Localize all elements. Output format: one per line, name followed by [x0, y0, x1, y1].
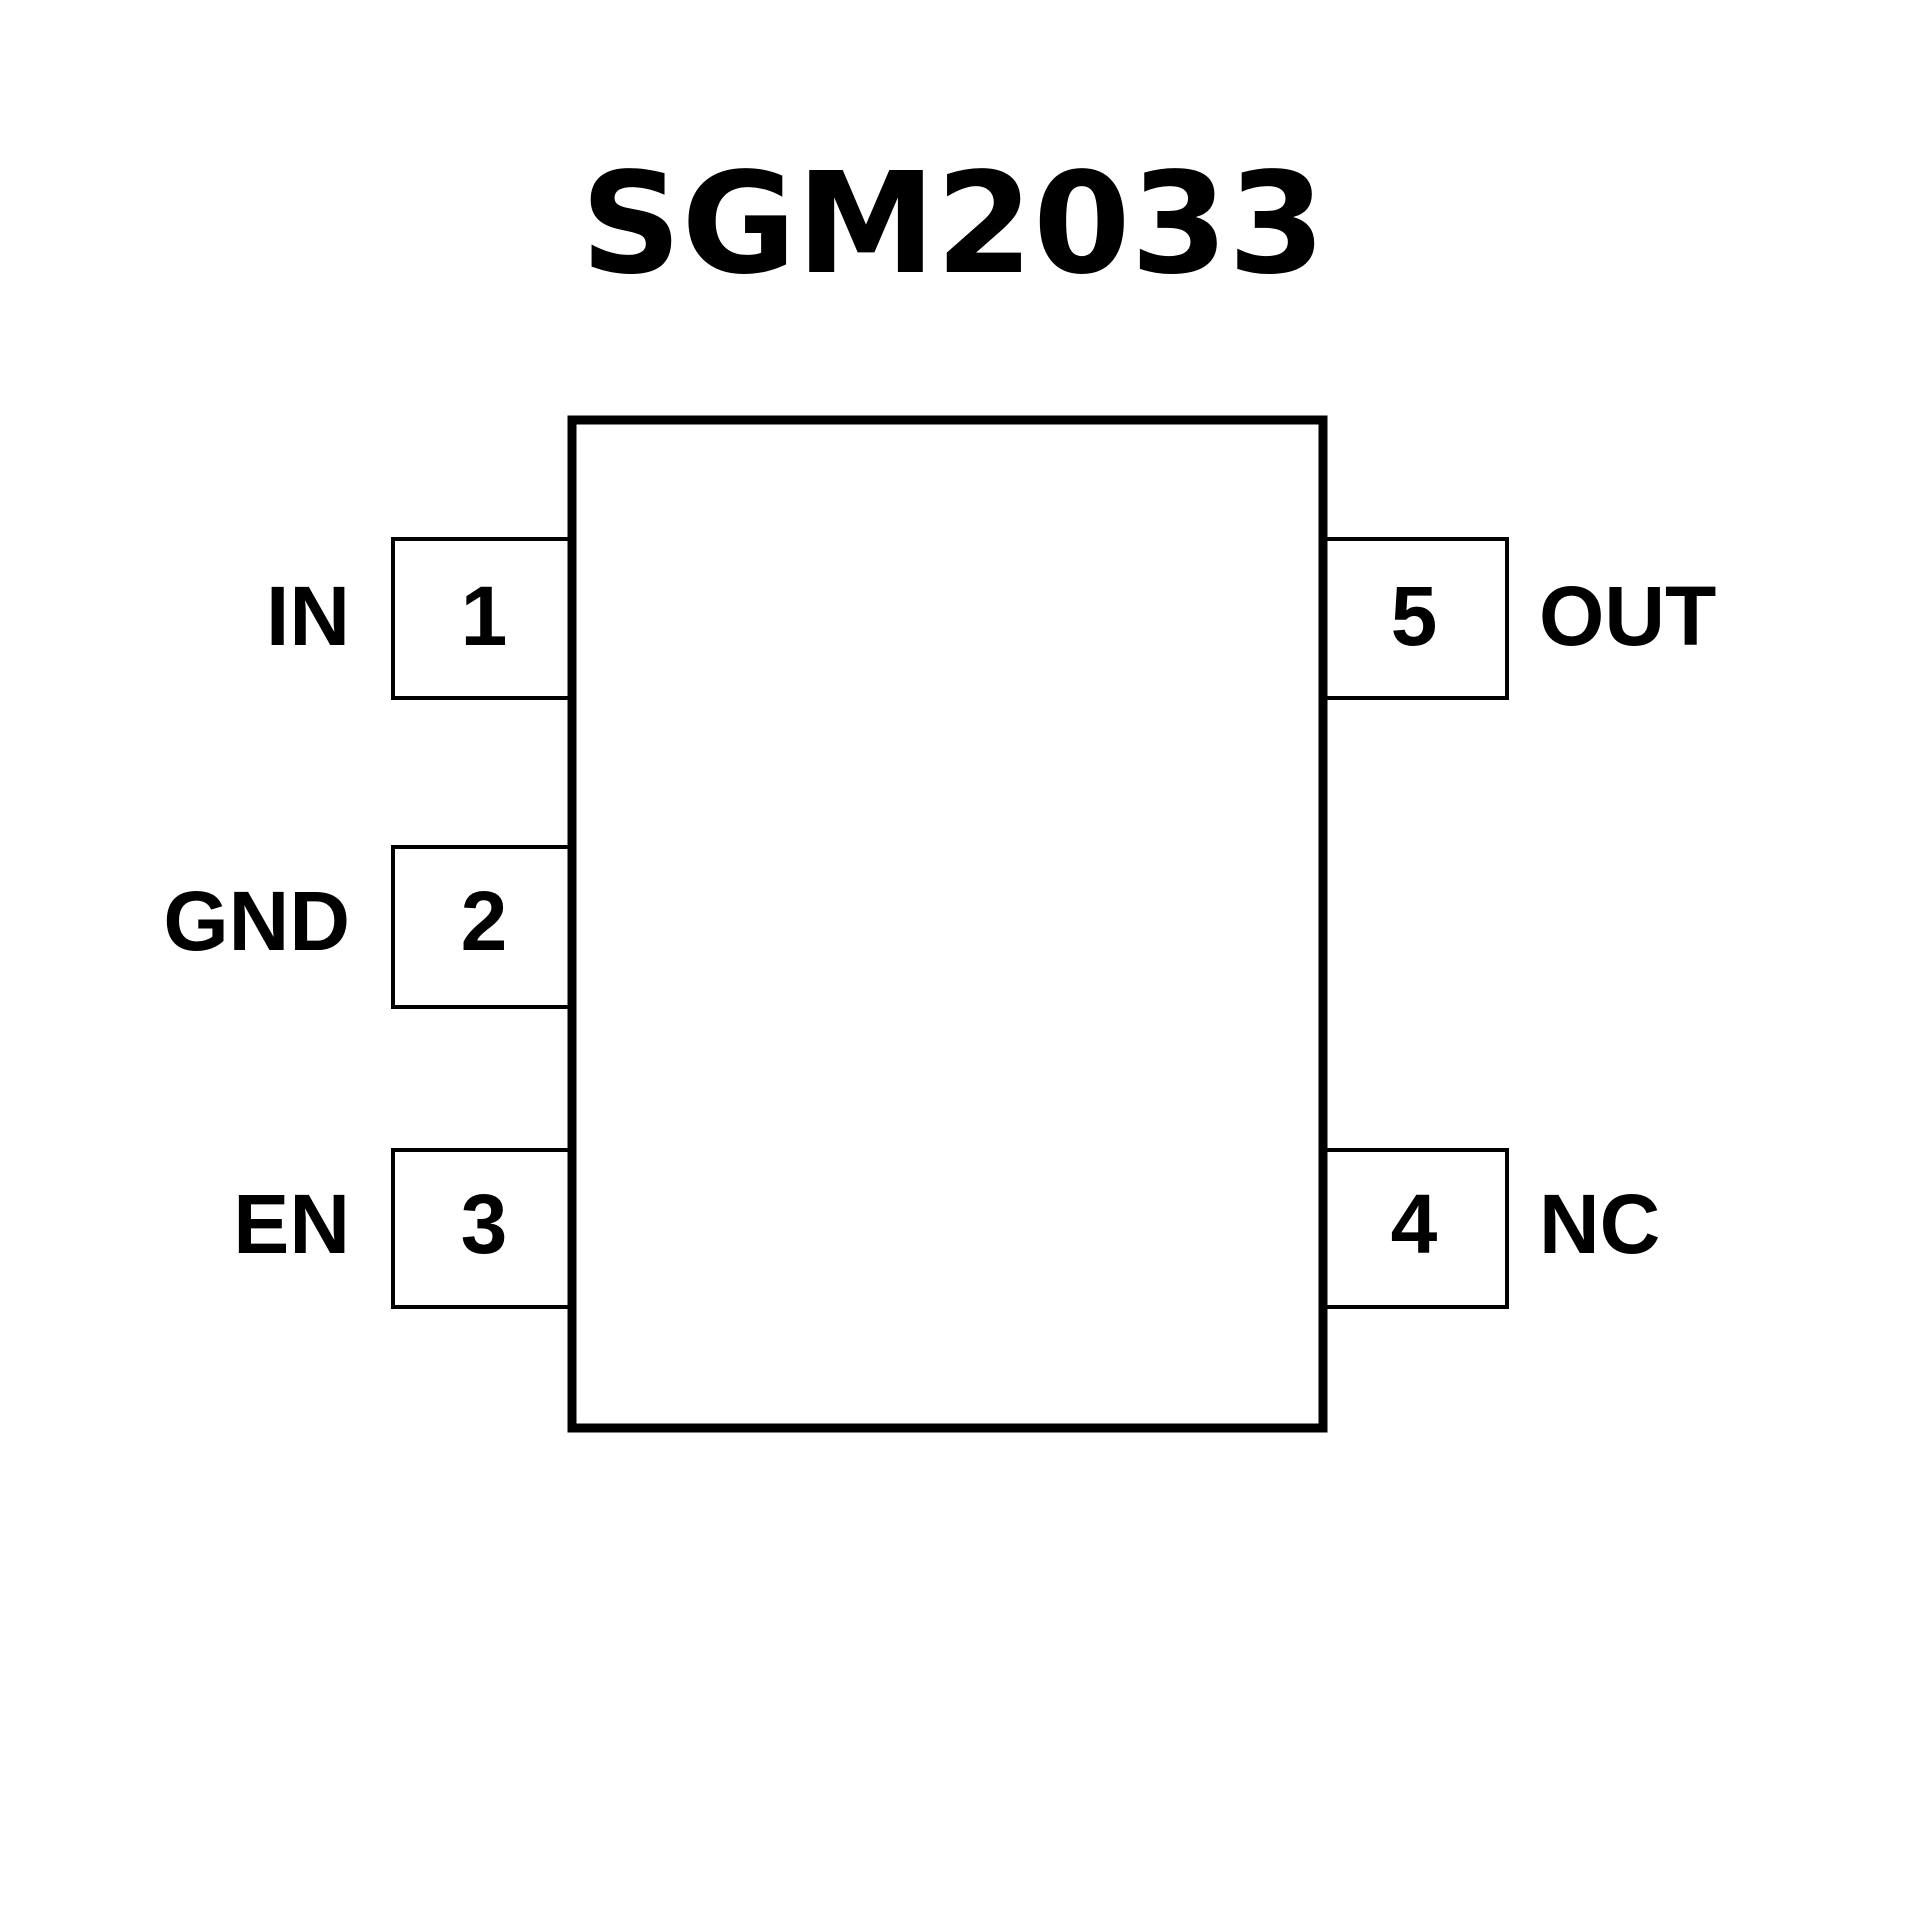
pin-1-pad — [391, 537, 572, 700]
pin-5-number: 5 — [1391, 569, 1438, 663]
pin-4-pad — [1322, 1148, 1509, 1309]
pin-3-number: 3 — [461, 1177, 508, 1271]
pin-4-number: 4 — [1391, 1177, 1438, 1271]
pin-1-name: IN — [266, 569, 350, 663]
pin-4-name: NC — [1539, 1177, 1660, 1271]
pin-1-number: 1 — [461, 569, 508, 663]
pin-3-pad — [391, 1148, 572, 1309]
pin-3: 3 EN — [233, 1148, 572, 1309]
chip-title: SGM2033 — [581, 143, 1326, 306]
pin-5-pad — [1322, 537, 1509, 700]
pin-5: 5 OUT — [1322, 537, 1716, 700]
pin-5-name: OUT — [1539, 569, 1716, 663]
pin-1: 1 IN — [266, 537, 572, 700]
pin-2-number: 2 — [461, 874, 508, 968]
pin-2-pad — [391, 845, 572, 1009]
pin-2: 2 GND — [163, 845, 572, 1009]
pin-3-name: EN — [233, 1177, 350, 1271]
package-body — [567, 415, 1328, 1433]
pin-2-name: GND — [163, 874, 350, 968]
pin-4: 4 NC — [1322, 1148, 1660, 1309]
